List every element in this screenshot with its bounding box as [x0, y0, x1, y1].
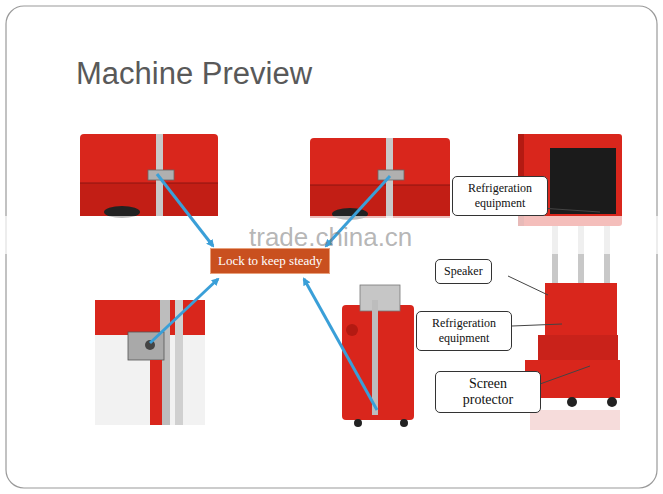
- leader-arrows: [150, 174, 390, 410]
- machine-folded: [342, 285, 414, 427]
- node-text: Refrigeration equipment: [425, 316, 503, 346]
- callout-leaders: [508, 208, 600, 384]
- node-text: Lock to keep steady: [218, 253, 322, 269]
- node-text: Speaker: [444, 264, 483, 279]
- watermark: trade.china.cn: [249, 222, 412, 253]
- photo-latch-left: [80, 134, 218, 218]
- node-text: Refrigeration equipment: [461, 181, 539, 211]
- callout-box: Refrigeration equipment: [416, 311, 512, 351]
- callout-box: Refrigeration equipment: [452, 176, 548, 216]
- slide-title: Machine Preview: [76, 56, 312, 92]
- callout-box: Screen protector: [435, 371, 541, 413]
- photo-pole-lock: [95, 300, 205, 425]
- callout-box: Speaker: [435, 259, 492, 284]
- photo-latch-right: [310, 138, 450, 220]
- node-text: Screen protector: [444, 376, 532, 408]
- watermark-band: [0, 216, 663, 254]
